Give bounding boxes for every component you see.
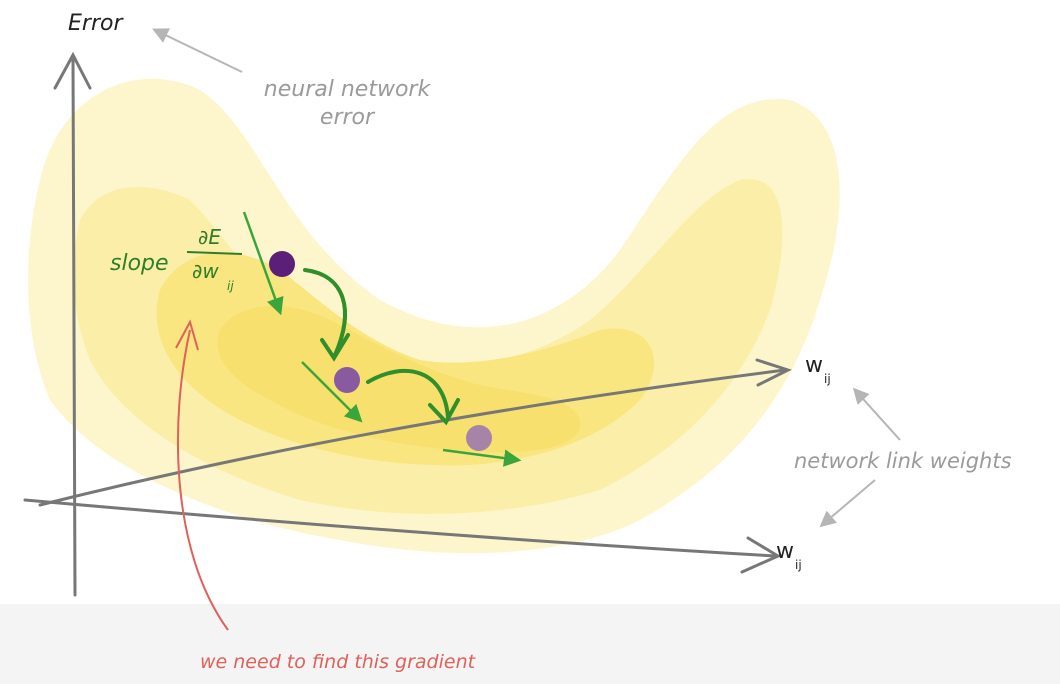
- slope-denominator-subscript: ij: [227, 279, 234, 293]
- jump-arrows: [303, 268, 460, 426]
- horizontal-axis-label-subscript: ij: [795, 558, 802, 572]
- error-axis-label: Error: [68, 11, 124, 36]
- weights-pointer-arrow-down: [819, 479, 876, 528]
- descent-position-2: [334, 367, 360, 393]
- descent-position-3: [466, 425, 492, 451]
- step-arrow-3: [442, 448, 522, 467]
- axes: [23, 51, 792, 597]
- surface-band-mid: [73, 179, 783, 514]
- depth-axis-label: w: [805, 353, 823, 378]
- jump-arrow-1-head: [320, 333, 350, 362]
- depth-axis-arrowhead: [755, 358, 792, 387]
- error-pointer-arrow: [152, 28, 243, 73]
- error-surface: [28, 78, 840, 554]
- depth-axis: [38, 368, 787, 507]
- horizontal-axis-arrowhead: [740, 536, 782, 574]
- depth-axis-label-subscript: ij: [824, 372, 831, 386]
- descent-position-1: [269, 251, 295, 277]
- slope-fraction-bar: [186, 251, 243, 255]
- caption-band: [0, 604, 1060, 684]
- slope-denominator: ∂w: [192, 259, 219, 283]
- horizontal-axis: [23, 498, 777, 558]
- slope-numerator: ∂E: [198, 225, 221, 249]
- network-link-weights-label: network link weights: [794, 449, 1012, 473]
- neural-network-error-line1: neural network: [264, 77, 432, 102]
- weights-pointer-arrow-up: [852, 387, 901, 441]
- slope-label: slope: [110, 251, 169, 276]
- vertical-axis-arrowhead: [53, 51, 92, 90]
- jump-arrow-1: [303, 268, 347, 357]
- horizontal-axis-label: w: [776, 539, 794, 564]
- descent-arrows: [242, 211, 522, 467]
- jump-arrow-2: [366, 368, 450, 420]
- step-arrow-2: [301, 361, 363, 423]
- neural-network-error-line2: error: [320, 105, 376, 130]
- gradient-pointer-arrow: [176, 329, 229, 631]
- jump-arrow-2-head: [428, 398, 460, 426]
- gradient-note: we need to find this gradient: [200, 651, 477, 673]
- gradient-pointer-arrowhead: [175, 319, 199, 351]
- surface-band-core: [217, 306, 581, 453]
- annotation-arrows: [152, 28, 901, 528]
- step-arrow-1: [242, 211, 284, 316]
- vertical-axis: [71, 58, 77, 597]
